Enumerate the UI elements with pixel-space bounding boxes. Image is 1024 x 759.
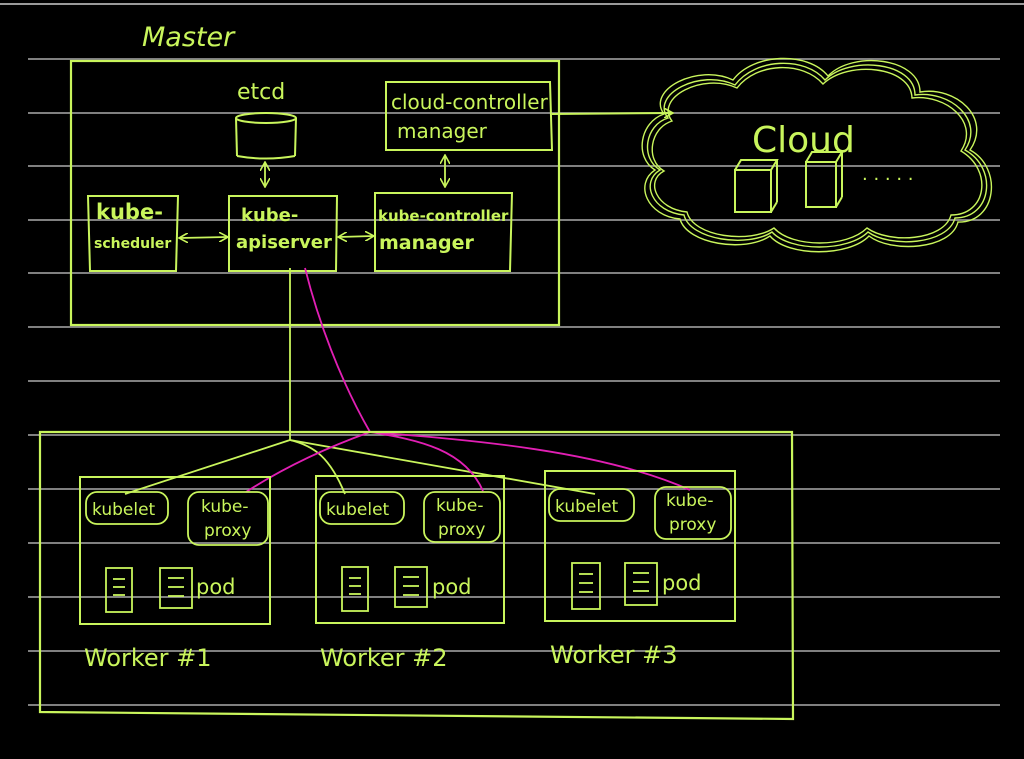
worker-2-proxy-label-line2: proxy xyxy=(438,520,485,540)
scheduler-label-line1: kube- xyxy=(96,200,163,224)
controller-manager-label-line1: kube-controller xyxy=(378,207,509,225)
worker-3-proxy-label-line2: proxy xyxy=(669,515,716,535)
worker-1-proxy-label-line1: kube- xyxy=(201,497,248,517)
worker-3-proxy-label-line1: kube- xyxy=(666,491,713,511)
scheduler-label-line2: scheduler xyxy=(94,236,171,252)
apiserver-controller-arrow xyxy=(339,236,373,237)
worker-2-title: Worker #2 xyxy=(320,644,448,672)
worker-3-pod-icon-2 xyxy=(624,562,658,606)
worker-2-kube-proxy xyxy=(423,491,501,543)
etcd-database-icon xyxy=(235,112,297,160)
worker-3-pod-icon-1 xyxy=(571,562,601,610)
worker-3-kubelet-label: kubelet xyxy=(555,497,619,517)
cloud-ellipsis: · · · · · xyxy=(862,169,914,190)
ruled-lines xyxy=(28,58,1000,706)
cloud-controller-label-line1: cloud-controller xyxy=(391,90,549,114)
scheduler-apiserver-arrow xyxy=(180,237,227,238)
worker-1-kubelet-label: kubelet xyxy=(92,500,156,520)
worker-3-kube-proxy xyxy=(654,486,732,540)
worker-2-node: kubelet kube- proxy pod xyxy=(315,475,505,624)
etcd-label: etcd xyxy=(237,80,285,105)
worker-1-pod-icon-2 xyxy=(159,567,193,609)
ccm-cloud-arrow xyxy=(551,113,672,114)
cloud-shape xyxy=(641,57,993,253)
worker-2-pod-icon-2 xyxy=(394,566,428,608)
worker-1-kube-proxy xyxy=(187,491,269,546)
worker-2-pod-icon-1 xyxy=(341,566,369,612)
cloud-controller-manager-box: cloud-controller manager xyxy=(385,81,554,151)
worker-3-node: kubelet kube- proxy pod xyxy=(544,470,736,622)
kube-controller-manager-box: kube-controller manager xyxy=(374,192,514,272)
cloud-server-icon-1 xyxy=(734,159,779,213)
workers-container xyxy=(38,430,795,721)
master-title: Master xyxy=(142,22,236,53)
cloud-label: Cloud xyxy=(752,120,855,161)
apiserver-label-line1: kube- xyxy=(241,205,298,226)
kube-apiserver-box: kube- apiserver xyxy=(228,195,339,272)
worker-3-pod-label: pod xyxy=(662,571,702,595)
cloud-controller-label-line2: manager xyxy=(397,119,488,143)
worker-1-proxy-label-line2: proxy xyxy=(204,521,251,541)
worker-1-pod-label: pod xyxy=(196,575,236,599)
kube-scheduler-box: kube- scheduler xyxy=(86,195,180,272)
worker-1-title: Worker #1 xyxy=(84,644,212,672)
apiserver-label-line2: apiserver xyxy=(236,232,332,253)
worker-1-pod-icon-1 xyxy=(105,567,133,613)
worker-3-kubelet xyxy=(548,488,635,522)
worker-3-title: Worker #3 xyxy=(550,641,678,669)
controller-manager-label-line2: manager xyxy=(379,232,474,254)
worker-2-kubelet xyxy=(319,491,405,525)
worker-2-proxy-label-line1: kube- xyxy=(436,496,483,516)
worker-1-kubelet xyxy=(85,491,169,525)
worker-2-kubelet-label: kubelet xyxy=(326,500,390,520)
kube-proxy-connection-lines xyxy=(245,267,691,493)
master-box xyxy=(69,59,561,327)
worker-1-node: kubelet kube- proxy pod xyxy=(79,476,271,625)
worker-2-pod-label: pod xyxy=(432,575,472,599)
cloud-server-icon-2 xyxy=(805,151,844,208)
